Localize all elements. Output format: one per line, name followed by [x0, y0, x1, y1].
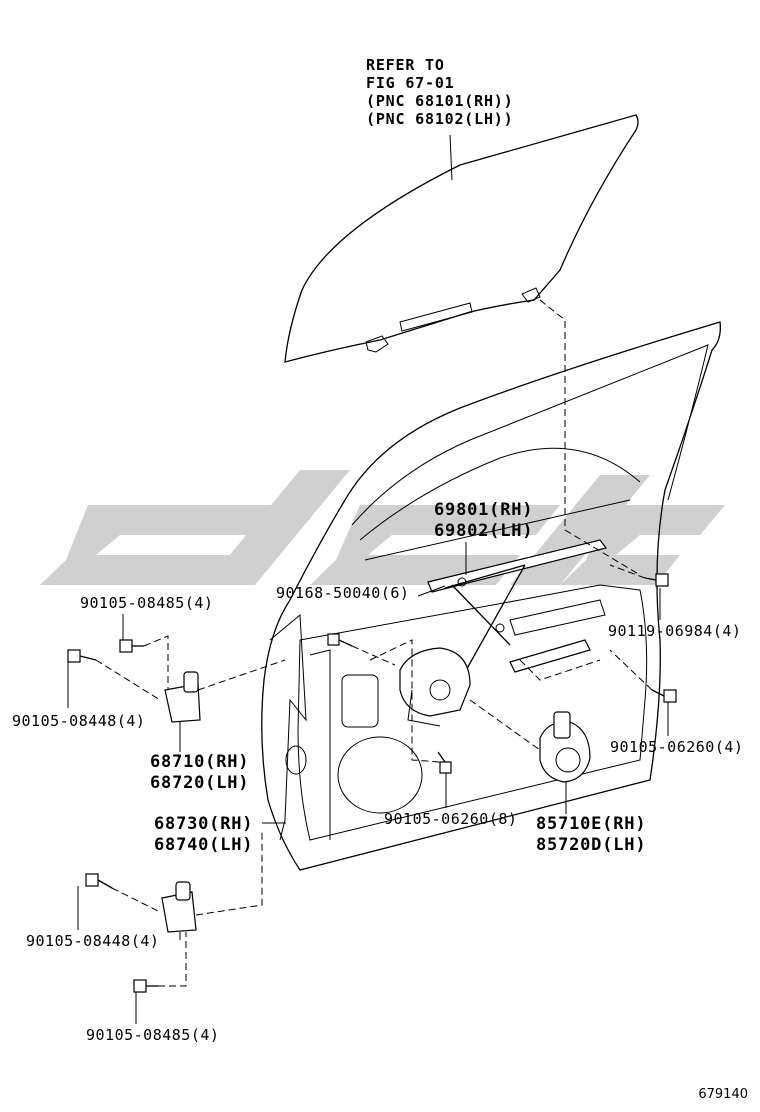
- lower-hinge-label: 68730(RH) 68740(LH): [154, 814, 253, 856]
- motor-rh: 85710E(RH): [536, 814, 647, 834]
- lower-hinge: [161, 881, 197, 933]
- bolt-90119-label: 90119-06984(4): [608, 622, 742, 640]
- assembly-dashed-lines: [95, 299, 653, 987]
- leader-lines: [67, 542, 669, 1024]
- upper-hinge: [164, 671, 201, 723]
- door-glass: [284, 114, 639, 363]
- upper-hinge-rh: 68710(RH): [150, 752, 250, 772]
- refer-line-2: FIG 67-01: [366, 74, 455, 92]
- motor-label: 85710E(RH) 85720D(LH): [536, 814, 646, 856]
- bolt-90105-08448-bottom: [85, 873, 113, 889]
- refer-label: REFER TO FIG 67-01 (PNC 68101(RH)) (PNC …: [366, 56, 513, 128]
- window-regulator: [399, 539, 608, 727]
- bolt-90105-08448-top-label: 90105-08448(4): [12, 712, 146, 730]
- bolts: [67, 573, 677, 993]
- regulator-rh: 69801(RH): [434, 500, 534, 520]
- refer-line-1: REFER TO: [366, 56, 445, 74]
- bolt-90168-label: 90168-50040(6): [276, 584, 410, 602]
- bolt-90105-06260-right: [651, 689, 677, 703]
- figure-number: 679140: [698, 1087, 748, 1102]
- bolt-90105-06260-center-label: 90105-06260(8): [384, 810, 518, 828]
- watermark-logo: [40, 470, 725, 585]
- bolt-90105-08448-bottom-label: 90105-08448(4): [26, 932, 160, 950]
- bolt-90105-06260-right-label: 90105-06260(4): [610, 738, 744, 756]
- regulator-lh: 69802(LH): [434, 521, 534, 541]
- motor-lh: 85720D(LH): [536, 835, 647, 855]
- refer-line-3: (PNC 68101(RH)): [366, 92, 514, 110]
- refer-line-4: (PNC 68102(LH)): [366, 110, 514, 128]
- regulator-label: 69801(RH) 69802(LH): [434, 500, 533, 542]
- door-panel: [261, 321, 721, 871]
- lower-hinge-lh: 68740(LH): [154, 835, 254, 855]
- bolt-90119: [644, 573, 669, 587]
- bolt-90168: [327, 633, 353, 647]
- lower-hinge-rh: 68730(RH): [154, 814, 254, 834]
- upper-hinge-lh: 68720(LH): [150, 773, 250, 793]
- upper-hinge-label: 68710(RH) 68720(LH): [150, 752, 249, 794]
- bolt-90105-06260-center: [437, 751, 452, 774]
- bolt-90105-08485-bottom: [133, 979, 158, 993]
- bolt-90105-08485-top: [119, 639, 144, 653]
- bolt-90105-08448-top: [67, 649, 97, 663]
- regulator-motor: [539, 711, 591, 783]
- bolt-90105-08485-bottom-label: 90105-08485(4): [86, 1026, 220, 1044]
- bolt-90105-08485-top-label: 90105-08485(4): [80, 594, 214, 612]
